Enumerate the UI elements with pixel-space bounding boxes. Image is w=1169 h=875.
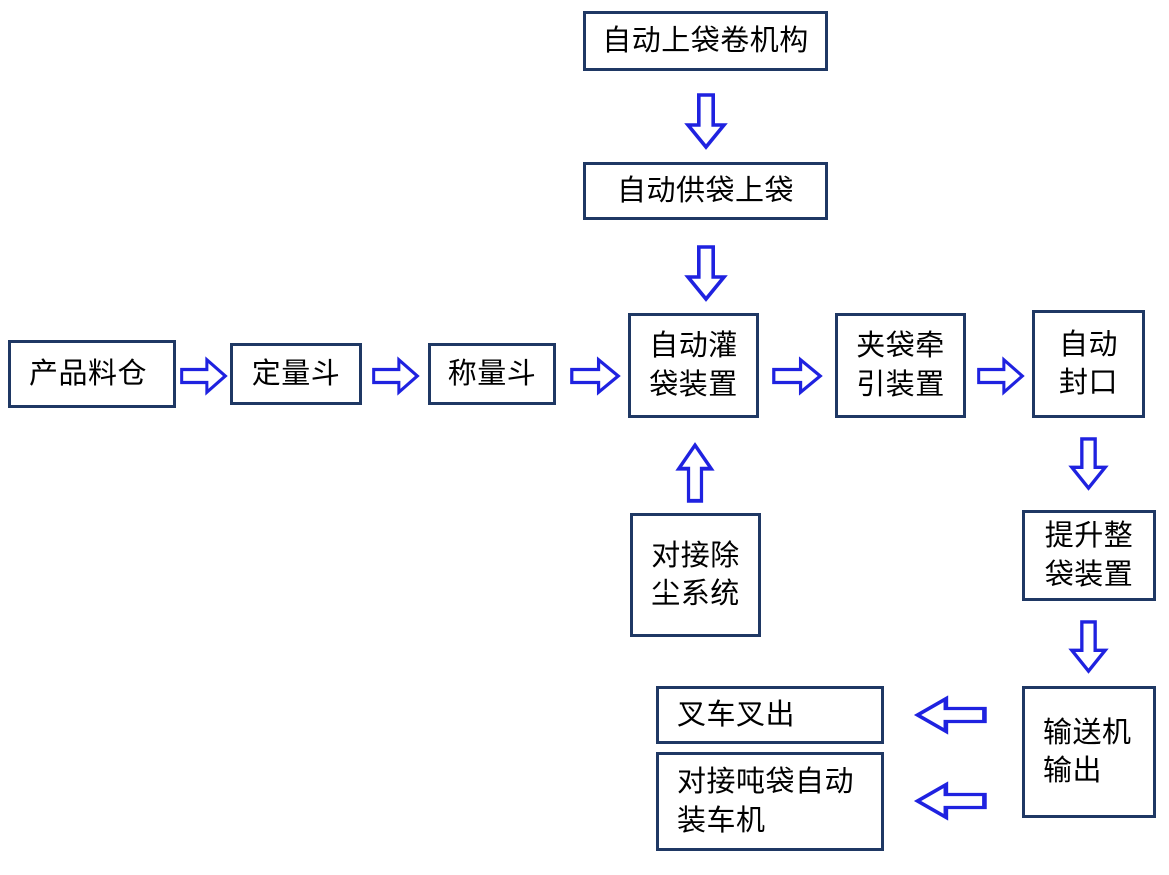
node-dosing-hopper[interactable]: 定量斗 [230, 343, 362, 405]
node-dust-collection[interactable]: 对接除 尘系统 [630, 513, 761, 637]
node-label: 输送机 输出 [1043, 716, 1132, 787]
node-label: 产品料仓 [29, 357, 148, 390]
node-weighing-hopper[interactable]: 称量斗 [428, 343, 556, 405]
arrow-left-icon-a12 [913, 781, 987, 821]
arrow-down-icon-a10 [1068, 620, 1109, 674]
node-label: 对接除 尘系统 [651, 539, 740, 610]
node-label: 自动灌 袋装置 [649, 330, 738, 401]
node-label: 提升整 袋装置 [1044, 520, 1134, 591]
arrow-up-icon-a8 [675, 442, 715, 503]
node-lift-shape-bag[interactable]: 提升整 袋装置 [1022, 510, 1156, 601]
node-auto-bag-roll[interactable]: 自动上袋卷机构 [583, 11, 828, 71]
node-bulk-bag-loader[interactable]: 对接吨袋自动 装车机 [656, 752, 884, 851]
node-label: 自动 封口 [1058, 328, 1118, 399]
node-auto-filling[interactable]: 自动灌 袋装置 [628, 313, 759, 418]
arrow-left-icon-a11 [913, 695, 987, 735]
node-label: 称量斗 [447, 357, 537, 390]
arrow-right-icon-a6 [772, 356, 823, 396]
node-label: 定量斗 [251, 357, 341, 390]
arrow-right-icon-a3 [180, 356, 228, 396]
arrow-right-icon-a5 [570, 356, 621, 396]
node-forklift-out[interactable]: 叉车叉出 [656, 686, 884, 744]
arrow-down-icon-a1 [684, 93, 728, 150]
node-label: 叉车叉出 [677, 698, 796, 731]
node-auto-bag-feed[interactable]: 自动供袋上袋 [583, 162, 828, 220]
arrow-right-icon-a4 [372, 356, 420, 396]
node-bag-clamp-pull[interactable]: 夹袋牵 引装置 [835, 313, 966, 418]
node-label: 夹袋牵 引装置 [856, 330, 945, 401]
node-conveyor-output[interactable]: 输送机 输出 [1022, 686, 1156, 818]
node-label: 自动上袋卷机构 [602, 24, 809, 57]
node-auto-sealing[interactable]: 自动 封口 [1032, 310, 1145, 418]
arrow-down-icon-a2 [684, 245, 728, 302]
node-label: 自动供袋上袋 [616, 174, 794, 207]
node-label: 对接吨袋自动 装车机 [677, 766, 855, 837]
arrow-down-icon-a9 [1068, 437, 1109, 491]
arrow-right-icon-a7 [977, 356, 1025, 396]
node-product-silo[interactable]: 产品料仓 [8, 340, 176, 408]
